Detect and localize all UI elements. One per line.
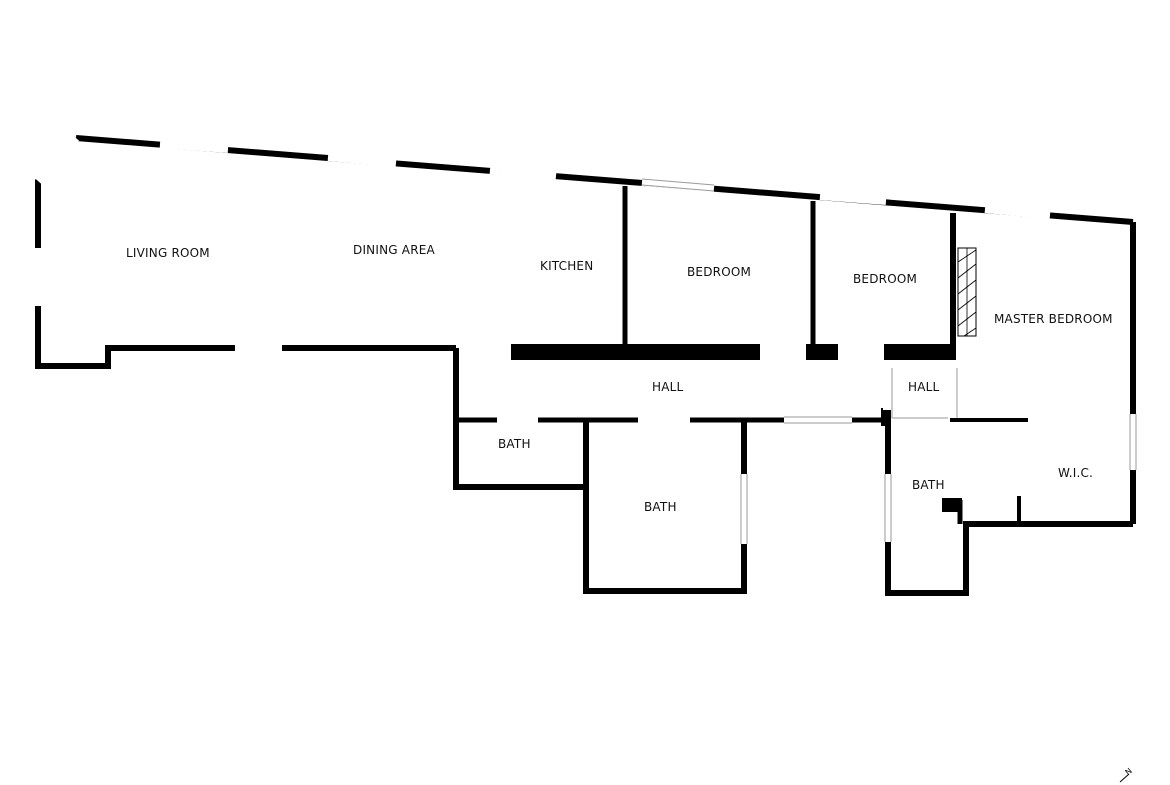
room-label-wic: W.I.C.	[1058, 466, 1094, 480]
room-label-bedroom-1: BEDROOM	[687, 265, 752, 279]
window-top-6	[984, 205, 1051, 219]
window-top-4	[641, 178, 715, 192]
room-label-bath-1: BATH	[498, 437, 531, 451]
room-label-living-room: LIVING ROOM	[126, 246, 210, 260]
exterior-wall-top	[75, 135, 1134, 225]
room-label-kitchen: KITCHEN	[540, 259, 594, 273]
room-label-bedroom-2: BEDROOM	[853, 272, 918, 286]
window-top-5	[819, 192, 887, 205]
fireplace-icon	[957, 247, 977, 337]
room-label-hall-main: HALL	[652, 380, 684, 394]
north-arrow-letter: N	[1123, 766, 1133, 777]
window-top-1	[159, 140, 229, 153]
walls	[35, 135, 1136, 596]
room-label-bath-2: BATH	[644, 500, 677, 514]
window-chamfer	[35, 135, 79, 184]
wall-post	[881, 408, 891, 426]
room-label-hall-small: HALL	[908, 380, 940, 394]
window-edge	[641, 178, 715, 186]
wall-bath3-left	[885, 410, 1133, 596]
room-label-master-bedroom: MASTER BEDROOM	[994, 312, 1113, 326]
window-top-2	[327, 153, 397, 167]
room-label-bath-3: BATH	[912, 478, 945, 492]
wall-block	[942, 498, 962, 512]
wall-bath1	[453, 348, 584, 490]
window-top-3	[489, 166, 557, 180]
north-arrow-icon: N	[1119, 766, 1134, 783]
room-label-dining-area: DINING AREA	[353, 243, 435, 257]
windows	[34, 135, 1137, 544]
window-edges	[641, 178, 1137, 544]
window-edge	[641, 184, 715, 192]
